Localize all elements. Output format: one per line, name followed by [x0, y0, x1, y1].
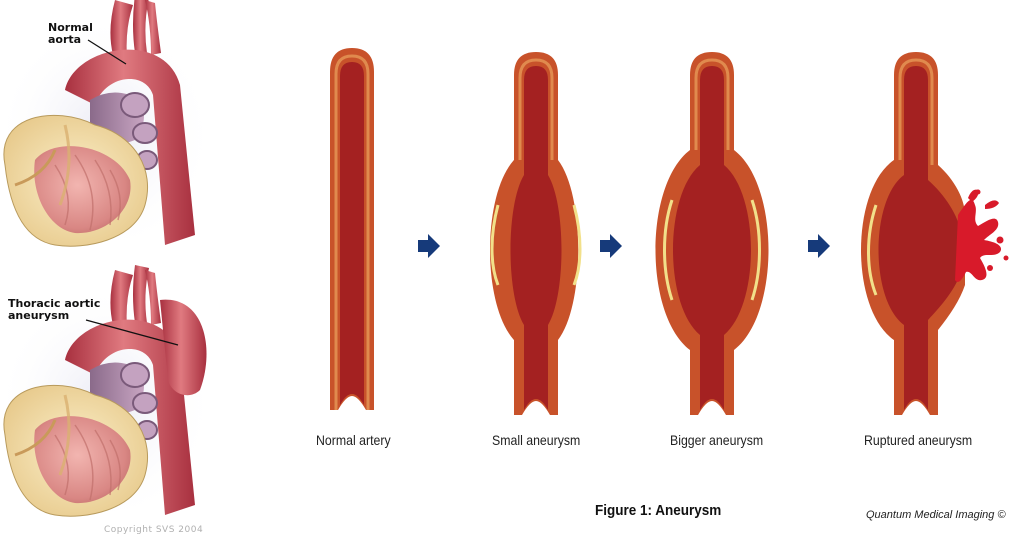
arrow-right-icon: [600, 234, 622, 258]
thoracic-aneurysm-label: Thoracic aortic aneurysm: [8, 298, 100, 322]
normal-aorta-illustration: [0, 0, 215, 255]
stage-caption-ruptured: Ruptured aneurysm: [864, 432, 972, 448]
normal-aorta-label: Normal aorta: [48, 22, 93, 46]
figure-title: Figure 1: Aneurysm: [595, 502, 721, 519]
normal-artery-illustration: [330, 48, 374, 410]
ruptured-aneurysm-illustration: [861, 52, 1009, 415]
small-aneurysm-illustration: [490, 52, 580, 415]
stage-caption-small: Small aneurysm: [492, 432, 580, 448]
credit-text: Quantum Medical Imaging ©: [866, 509, 1006, 521]
stage-caption-bigger: Bigger aneurysm: [670, 432, 763, 448]
normal-aorta-label-line2: aorta: [48, 34, 93, 46]
stage-caption-normal: Normal artery: [316, 432, 391, 448]
copyright-text: Copyright SVS 2004: [104, 525, 203, 535]
arrow-right-icon: [418, 234, 440, 258]
thoracic-aneurysm-label-line2: aneurysm: [8, 310, 100, 322]
bigger-aneurysm-illustration: [656, 52, 769, 415]
arrow-right-icon: [808, 234, 830, 258]
